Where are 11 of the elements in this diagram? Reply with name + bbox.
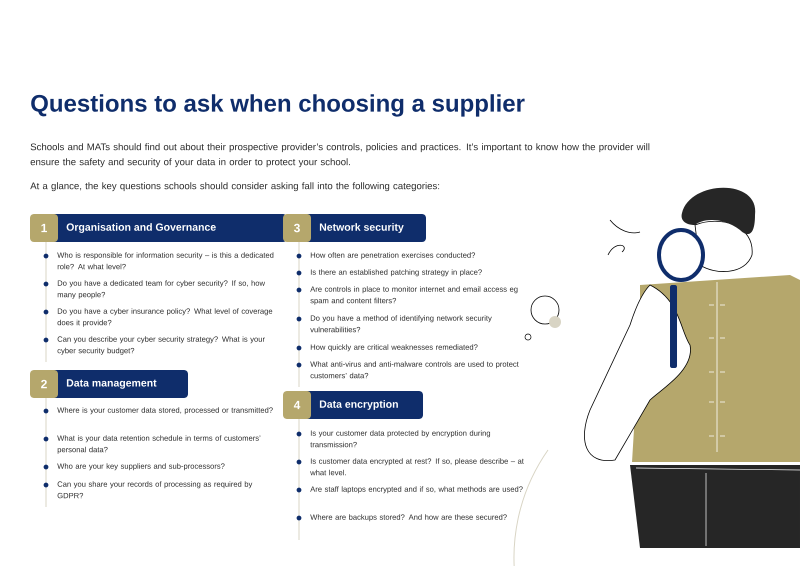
- intro-paragraph: At a glance, the key questions schools should consider asking fall into the following categories:: [30, 182, 440, 192]
- number-badge: 3: [283, 214, 311, 242]
- intro-paragraph: Schools and MATs should find out about their prospective provider’s controls, policies and practices. It’s important to know how the provider will ensure the safety and security of your data in order to protect your school.: [30, 143, 650, 168]
- diagram-title: Questions to ask when choosing a supplier: [31, 94, 525, 117]
- section-header: Data management: [50, 370, 188, 398]
- number-badge: 4: [283, 391, 311, 419]
- number-badge: 1: [30, 214, 58, 242]
- number-badge: 2: [30, 370, 58, 398]
- section-header: Organisation and Governance: [50, 214, 287, 242]
- section-header: Network security: [303, 214, 426, 242]
- section-header: Data encryption: [303, 391, 423, 419]
